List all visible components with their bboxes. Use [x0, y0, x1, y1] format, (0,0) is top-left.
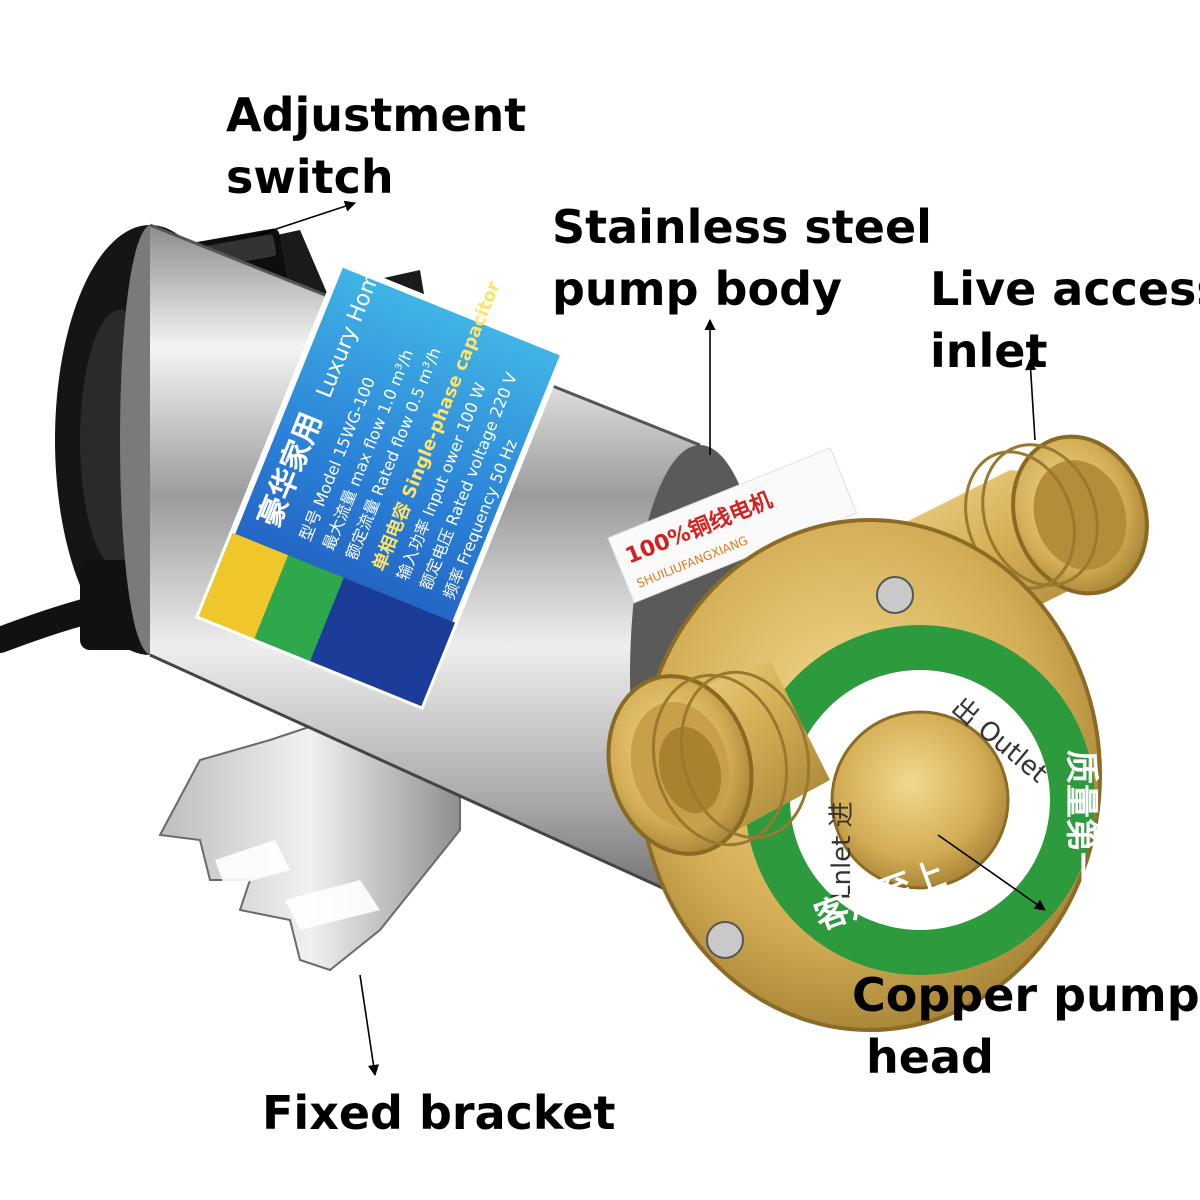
product-label: 豪华家用 Luxury Home 型号 Model 15WG-100 最大流量 … [194, 256, 568, 710]
arrow-pump-head [937, 834, 1046, 911]
face-ring-right: 质量第一 [1061, 750, 1101, 886]
copper-pump-head: 出 Outlet Lnlet 进 客户至上 质量第一 [606, 434, 1149, 1032]
screw-icon [706, 921, 744, 959]
face-inlet: Lnlet 进 [827, 801, 857, 900]
callout-pump-body: Stainless steel pump body [552, 200, 932, 316]
screw-icon [876, 576, 914, 614]
callout-bracket: Fixed bracket [262, 1086, 616, 1140]
arrow-bracket [359, 974, 380, 1077]
callout-pump-head: Copper pump head [852, 968, 1200, 1084]
arrow-inlet [1025, 358, 1037, 441]
callout-arrows [257, 200, 1046, 1077]
callout-adjustment-switch: Adjustment switch [226, 88, 527, 204]
callout-inlet: Live access inlet [930, 262, 1200, 378]
arrow-adjustment-switch [257, 200, 357, 236]
